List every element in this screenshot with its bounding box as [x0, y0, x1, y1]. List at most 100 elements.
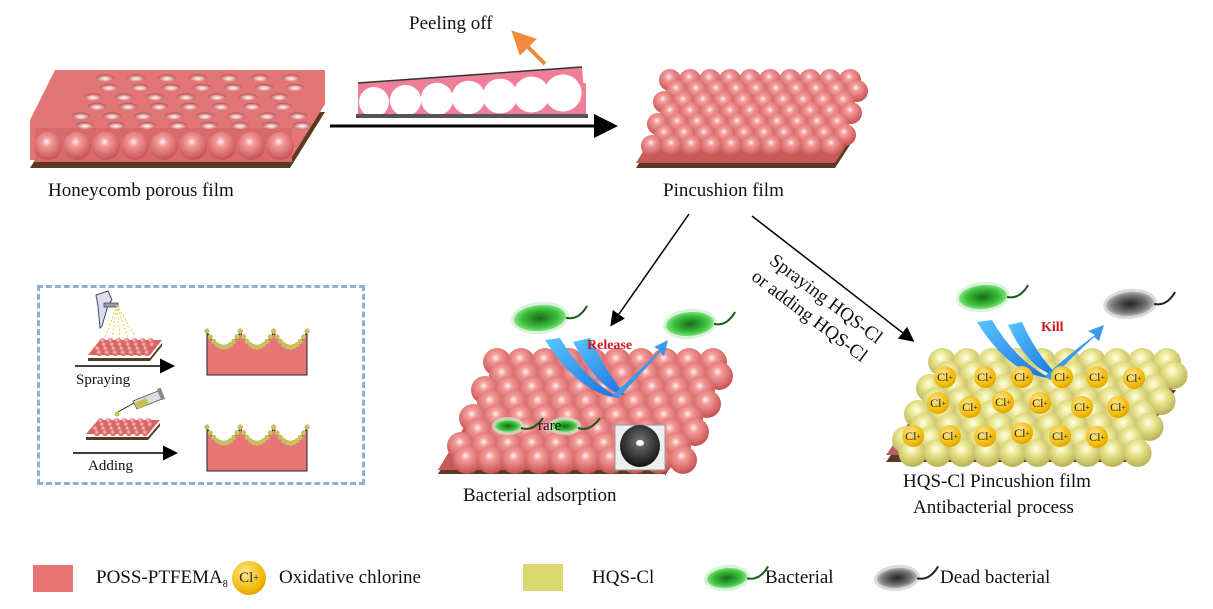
legend-bacterial-icon — [704, 564, 770, 592]
syringe-icon — [114, 387, 166, 417]
bacterium-icon — [663, 308, 736, 340]
pore-sphere — [150, 132, 178, 160]
film-bump — [669, 446, 697, 474]
bacterium-flagellum — [1006, 284, 1029, 299]
hqs-particle — [274, 430, 280, 436]
release-label: Release — [587, 338, 633, 353]
film-bump — [701, 135, 723, 157]
bacterium-body — [707, 567, 747, 589]
dead-bacterium-icon — [1103, 288, 1176, 320]
rare-label: rare — [538, 418, 562, 434]
poss-swatch-icon — [33, 565, 73, 592]
legend-label-hqs: HQS-Cl — [592, 567, 655, 588]
hqs-particle — [297, 434, 303, 440]
pore — [251, 74, 269, 82]
pore — [193, 83, 211, 92]
bacterium-body — [514, 304, 566, 332]
cl-plus-badge: Cl+ — [927, 392, 949, 414]
pore — [189, 74, 207, 82]
pincushion-film-label: Pincushion film — [663, 180, 784, 201]
method-inset-box — [37, 285, 365, 485]
hqs-particle — [264, 338, 270, 344]
hqs-particle — [261, 341, 267, 348]
legend-label-bacterial: Bacterial — [765, 567, 834, 588]
hqs-particle — [297, 338, 303, 344]
template-sphere — [482, 78, 518, 114]
film-bump — [128, 350, 134, 356]
honeycomb-film-illustration — [30, 70, 325, 168]
adsorption-film-illustration — [438, 348, 733, 476]
cl-plus-badge: Cl+ — [1029, 392, 1051, 414]
pore — [150, 102, 168, 111]
hqs-particle — [211, 338, 217, 344]
pore — [255, 83, 273, 92]
bacterial-adsorption-caption: Bacterial adsorption — [463, 485, 617, 506]
pore-sphere — [179, 132, 207, 160]
hqs-particle — [234, 430, 240, 436]
film-bump — [1023, 439, 1052, 467]
cl-plus-badge: Cl+ — [959, 396, 981, 418]
film-bump — [549, 446, 577, 474]
hqs-particle — [204, 424, 210, 430]
hqs-particle — [241, 430, 247, 436]
hqs-particle — [261, 437, 267, 444]
film-bump — [721, 135, 743, 157]
legend-poss-text: POSS-PTFEMA — [96, 567, 223, 588]
film-bump — [112, 350, 118, 356]
pore — [84, 93, 102, 101]
inset-illustrations — [73, 290, 310, 472]
pore — [119, 102, 137, 111]
hqs-particle — [237, 424, 243, 430]
adding-label: Adding — [88, 458, 133, 474]
film-bump — [96, 350, 102, 356]
bacterium-body — [666, 311, 714, 337]
film-bump — [741, 135, 763, 157]
pore — [138, 121, 156, 130]
pore — [103, 112, 121, 120]
hqs-particle — [231, 338, 237, 344]
film-bump — [104, 350, 110, 356]
honeycomb-film-label: Honeycomb porous film — [48, 180, 234, 201]
hqs-particle — [271, 328, 277, 334]
bacterium-body — [877, 567, 917, 589]
cl-plus-badge: Cl+ — [1123, 367, 1145, 389]
cl-plus-badge: Cl+ — [1086, 366, 1108, 388]
cl-plus-badge: Cl+ — [1049, 425, 1071, 447]
film-bump — [134, 430, 140, 436]
film-bump — [661, 135, 683, 157]
legend-poss-subscript: 8 — [222, 579, 228, 590]
template-sphere — [451, 80, 486, 115]
pore-sphere — [121, 132, 149, 160]
hqs-particle — [267, 334, 273, 340]
cl-plus-badge: Cl+ — [902, 425, 924, 447]
pore — [239, 93, 257, 101]
pore — [158, 74, 176, 82]
release-flow-arrows — [545, 338, 668, 398]
bacterium-flagellum — [520, 417, 544, 430]
hqs-particle — [301, 334, 307, 340]
cl-plus-badge: Cl+ — [974, 425, 996, 447]
bacterium-flagellum — [746, 565, 770, 580]
pore — [289, 112, 307, 120]
film-bump — [94, 430, 100, 436]
pore — [181, 102, 199, 111]
legend-dead-bacterial-icon — [874, 564, 940, 592]
template-sphere — [359, 87, 389, 117]
kill-label: Kill — [1041, 320, 1064, 335]
hqs-particle — [294, 437, 300, 444]
pore — [224, 83, 242, 92]
hqs-particle — [207, 430, 213, 436]
cl-plus-badge: Cl+ — [1086, 426, 1108, 448]
cl-plus-badge: Cl+ — [1107, 396, 1129, 418]
bacterium-body — [495, 420, 521, 432]
hqs-particle — [241, 334, 247, 340]
pore — [270, 93, 288, 101]
legend-label-dead-bacterial: Dead bacterial — [940, 567, 1051, 588]
cl-plus-badge: Cl+ — [974, 366, 996, 388]
pore — [258, 112, 276, 120]
pincushion-film-illustration — [636, 69, 868, 168]
pore-sphere — [34, 132, 62, 160]
cl-plus-badge: Cl+ — [1011, 422, 1033, 444]
bacterium-body — [1106, 291, 1154, 317]
hqs-particle — [271, 424, 277, 430]
